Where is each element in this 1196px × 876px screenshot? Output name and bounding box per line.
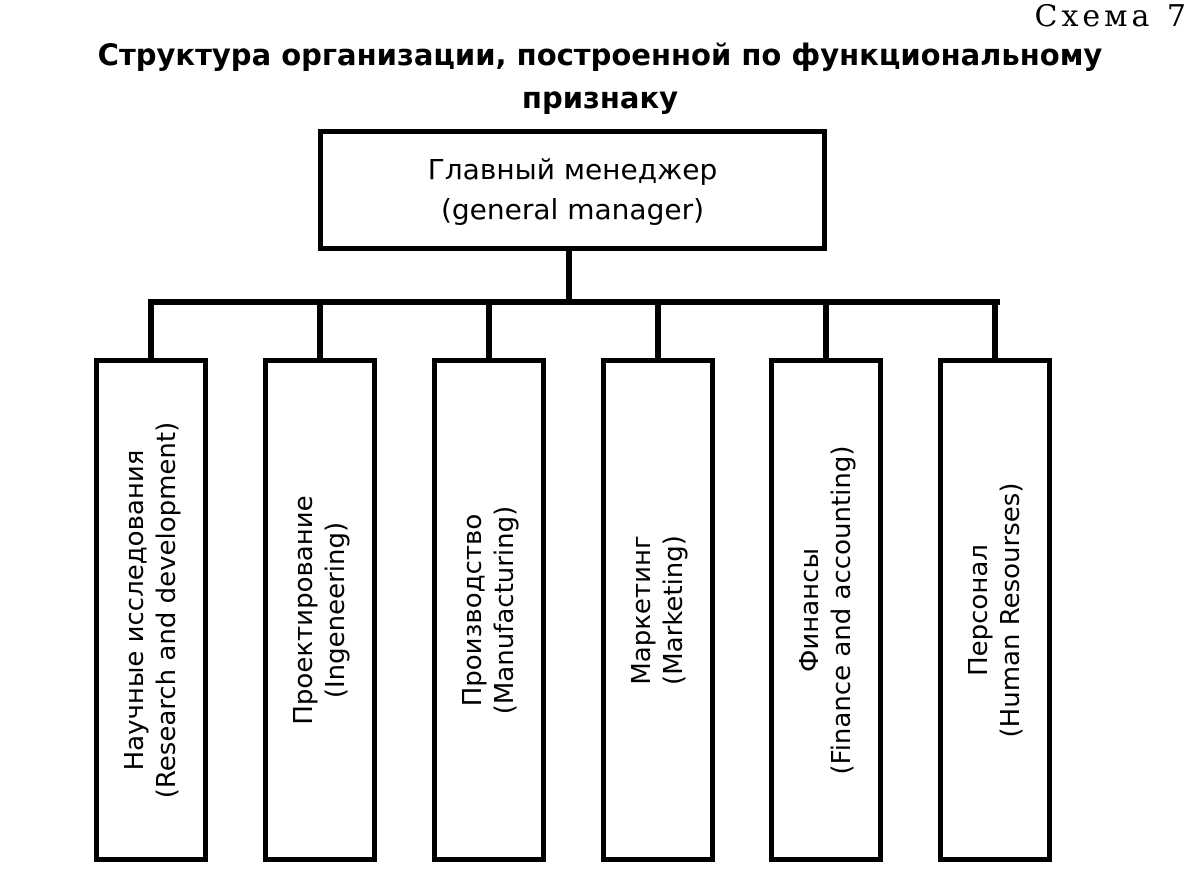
department-label-en: (Finance and accounting) — [827, 445, 857, 775]
department-label: Производство — [458, 513, 488, 707]
department-label-en: (Human Resourses) — [996, 482, 1026, 738]
department-box-engineering: Проектирование (Ingeneering) — [263, 358, 377, 862]
department-box-research: Научные исследования (Research and devel… — [94, 358, 208, 862]
title-line-1: Структура организации, построенной по фу… — [97, 38, 1103, 72]
dept-connector-1 — [148, 299, 154, 361]
department-label-en: (Marketing) — [659, 535, 689, 685]
dept-connector-5 — [823, 299, 829, 361]
department-label: Научные исследования — [120, 449, 150, 771]
department-label-en: (Ingeneering) — [321, 521, 351, 699]
title-line-2: признаку — [521, 81, 679, 115]
department-label: Проектирование — [289, 495, 319, 725]
department-label-en: (Manufacturing) — [490, 505, 520, 715]
dept-connector-3 — [486, 299, 492, 361]
department-label: Персонал — [964, 544, 994, 676]
dept-connector-6 — [992, 299, 998, 361]
general-manager-label-en: (general manager) — [440, 193, 705, 226]
department-box-manufacturing: Производство (Manufacturing) — [432, 358, 546, 862]
root-stem-line — [566, 251, 572, 304]
dept-connector-2 — [317, 299, 323, 361]
general-manager-box: Главный менеджер (general manager) — [318, 129, 827, 251]
general-manager-label: Главный менеджер — [427, 153, 718, 186]
horizontal-bus-line — [148, 299, 1000, 305]
department-box-finance: Финансы (Finance and accounting) — [769, 358, 883, 862]
department-label: Финансы — [795, 547, 825, 673]
diagram-title: Структура организации, построенной по фу… — [60, 34, 1140, 120]
department-box-marketing: Маркетинг (Marketing) — [601, 358, 715, 862]
department-box-personnel: Персонал (Human Resourses) — [938, 358, 1052, 862]
department-label: Маркетинг — [627, 535, 657, 685]
scheme-label: Схема 7 — [1034, 0, 1190, 34]
dept-connector-4 — [655, 299, 661, 361]
department-label-en: (Research and development) — [152, 421, 182, 799]
